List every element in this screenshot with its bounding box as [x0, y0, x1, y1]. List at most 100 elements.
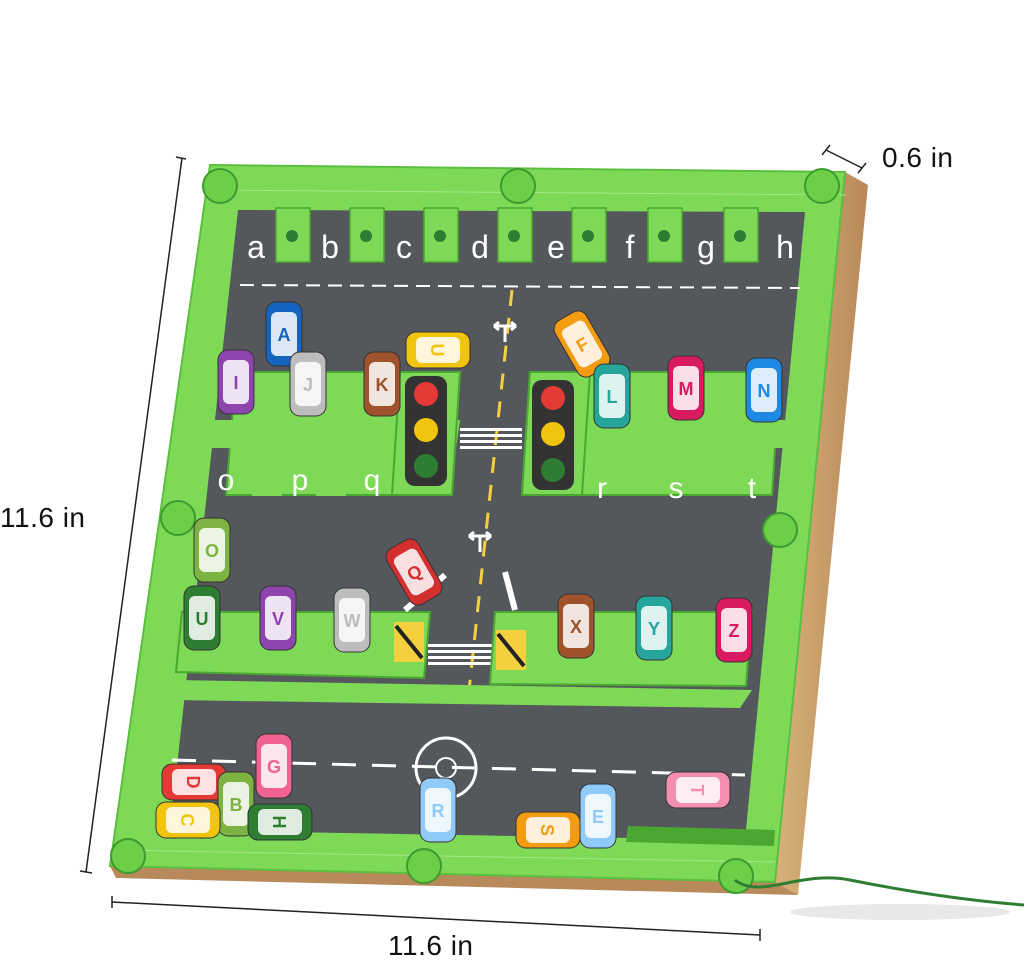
car-roof — [265, 596, 291, 640]
car-roof — [166, 807, 210, 833]
car-letter: J — [303, 375, 313, 395]
toy-car: H — [247, 803, 313, 841]
toy-car: X — [557, 593, 595, 659]
car-letter: C — [177, 814, 197, 827]
car-roof — [369, 362, 395, 406]
toy-car: E — [579, 783, 617, 849]
car-letter: M — [679, 379, 694, 399]
boom-gate-right — [502, 571, 518, 611]
knob — [718, 858, 754, 894]
car-roof — [641, 606, 667, 650]
toy-car: U — [405, 331, 471, 369]
toy-car: J — [289, 351, 327, 417]
tree-dot — [508, 230, 520, 242]
car-letter: Y — [648, 619, 660, 639]
toy-car: Q — [385, 538, 443, 606]
traffic-light-right — [532, 380, 574, 490]
toy-car: M — [667, 355, 705, 421]
tree-dot — [734, 230, 746, 242]
crosswalk-lower — [428, 644, 496, 665]
knob — [160, 500, 196, 536]
car-letter: W — [344, 611, 361, 631]
car-roof — [258, 809, 302, 835]
car-letter: H — [269, 816, 289, 829]
car-letter: X — [570, 617, 582, 637]
stall-letter: s — [669, 472, 684, 505]
knob — [110, 838, 146, 874]
toy-car: B — [217, 771, 255, 837]
top-row-line — [239, 284, 801, 289]
car-letter: D — [183, 776, 203, 789]
car-letter: A — [278, 325, 291, 345]
car-letter: B — [230, 795, 243, 815]
car-roof — [416, 337, 460, 363]
toy-car: T — [665, 771, 731, 809]
frame-knobs — [110, 168, 840, 894]
car-roof — [189, 596, 215, 640]
toy-car: C — [155, 801, 221, 839]
knob — [804, 168, 840, 204]
crosswalk-upper — [460, 428, 522, 449]
knob — [762, 512, 798, 548]
car-letter: V — [272, 609, 284, 629]
dimension-lines — [79, 144, 867, 941]
car-roof — [751, 368, 777, 412]
car-letter: O — [205, 541, 219, 561]
car-roof — [339, 598, 365, 642]
stall-letter: d — [471, 229, 489, 265]
car-letter: T — [687, 785, 707, 796]
car-roof — [585, 794, 611, 838]
toy-car: W — [333, 587, 371, 653]
tree-dot — [434, 230, 446, 242]
car-letter: K — [376, 375, 389, 395]
toy-car: Z — [715, 597, 753, 663]
car-letter: L — [607, 387, 618, 407]
knob — [202, 168, 238, 204]
car-roof — [563, 604, 589, 648]
toy-car: N — [745, 357, 783, 423]
stall-letter: f — [626, 229, 635, 265]
stall-letter: g — [697, 229, 715, 265]
stylus-slot — [626, 826, 775, 846]
car-roof — [199, 528, 225, 572]
car-letter: G — [267, 757, 281, 777]
car-roof — [673, 366, 699, 410]
toy-car: A — [265, 301, 303, 367]
stall-letter: p — [292, 464, 309, 497]
knob — [500, 168, 536, 204]
car-letter: U — [196, 609, 209, 629]
car-roof — [223, 360, 249, 404]
toy-car: U — [183, 585, 221, 651]
car-roof — [393, 548, 435, 596]
tree-dot — [286, 230, 298, 242]
top-stall-dividers — [275, 207, 759, 263]
stall-letter: a — [247, 229, 265, 265]
dimension-height-label: 11.6 in — [0, 502, 86, 533]
toy-car: O — [193, 517, 231, 583]
board-wood-bottom — [110, 866, 798, 895]
tree-dot — [582, 230, 594, 242]
car-roof — [223, 782, 249, 826]
car-letter: E — [592, 807, 604, 827]
toy-car: I — [217, 349, 255, 415]
stall-divider — [647, 207, 683, 263]
stall-letter: t — [748, 472, 757, 505]
dimension-depth-label: 0.6 in — [882, 142, 954, 173]
car-roof — [295, 362, 321, 406]
toy-car: L — [593, 363, 631, 429]
toy-car: G — [255, 733, 293, 799]
stall-letter: r — [597, 472, 607, 505]
car-roof — [261, 744, 287, 788]
car-roof — [526, 817, 570, 843]
car-letter: I — [233, 373, 238, 393]
toy-car: R — [419, 777, 457, 843]
stall-letter: q — [364, 464, 381, 497]
bottom-divider — [170, 680, 752, 708]
car-roof — [271, 312, 297, 356]
floor-shadow — [790, 904, 1010, 920]
toy-car: D — [161, 763, 227, 801]
